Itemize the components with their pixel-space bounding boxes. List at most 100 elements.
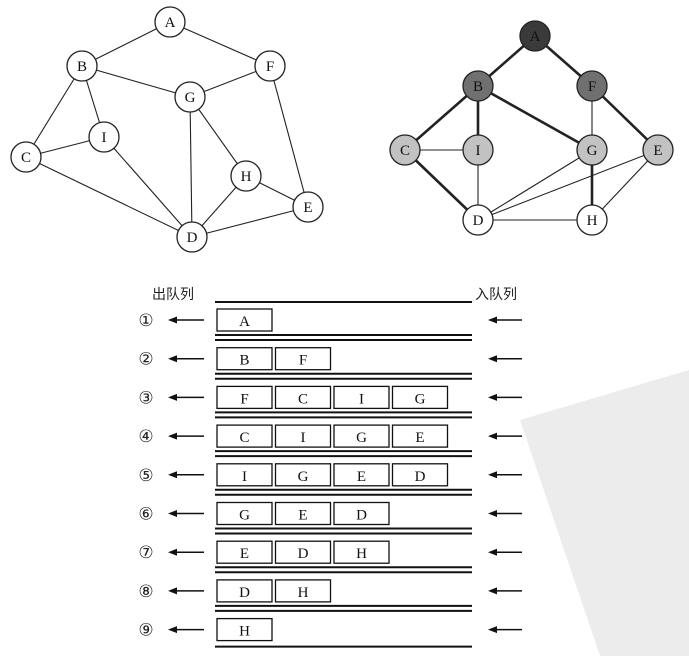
left-graph-edge-GD [189, 96, 193, 238]
left-graph-edge-AF [169, 21, 271, 67]
queue-cell [216, 540, 273, 564]
step-number: ⑨ [138, 621, 153, 641]
queue-cell [216, 463, 273, 487]
queue-cell [391, 463, 449, 487]
left-graph-node-E [292, 191, 324, 223]
queue-cell-label: E [240, 546, 249, 562]
right-graph-node-label: C [400, 143, 410, 159]
left-graph-node-I [88, 121, 120, 153]
right-graph-node-D [462, 204, 494, 236]
dequeue-arrow-head [168, 316, 177, 324]
right-graph-edge-ED [477, 149, 659, 221]
left-graph-edge-FE [269, 65, 309, 208]
right-graph-edge-CD [404, 149, 479, 221]
queue-cell-label: F [299, 353, 307, 369]
left-graph-node-F [254, 50, 286, 82]
queue-cell [333, 501, 390, 526]
left-graph-edge-DE [191, 206, 309, 238]
dequeue-arrow-head [168, 510, 177, 517]
queue-cell-label: G [298, 469, 309, 485]
queue-cell [274, 347, 332, 371]
queue-cell-label: E [415, 430, 424, 446]
queue-cell-label: I [359, 391, 364, 407]
left-graph-node-label: B [77, 59, 87, 75]
right-graph-edge-EH [591, 149, 659, 221]
queue-cell [216, 347, 273, 371]
step-number: ① [138, 311, 153, 331]
step-number: ⑤ [138, 466, 153, 486]
step-number: ④ [138, 427, 153, 447]
right-graph-node-I [462, 134, 494, 166]
enqueue-arrow-head [488, 355, 497, 363]
enqueue-arrow-head [488, 587, 497, 595]
enqueue-arrow-head [488, 393, 497, 401]
left-graph-node-A [154, 6, 186, 38]
left-graph-edge-ID [103, 136, 193, 238]
queue-cell-label: D [415, 469, 426, 485]
left-graph-node-label: A [165, 15, 176, 31]
enqueue-arrow-head [488, 316, 497, 324]
left-graph-node-H [230, 160, 262, 192]
enqueue-label: 入队列 [475, 287, 517, 303]
left-graph-node-label: H [241, 169, 252, 185]
right-graph-node-C [389, 134, 421, 166]
queue-cell-label: I [301, 430, 306, 446]
queue-cell [216, 579, 273, 603]
step-number: ⑥ [138, 505, 153, 525]
queue-cell-label: H [239, 624, 250, 640]
queue-cell-label: B [239, 353, 249, 369]
left-graph-edge-AB [81, 21, 171, 67]
enqueue-arrow-head [488, 510, 497, 517]
left-graph-edge-BG [81, 65, 191, 98]
left-graph-node-label: I [102, 130, 107, 146]
dequeue-arrow-head [168, 587, 177, 595]
enqueue-arrow-head [488, 626, 497, 634]
right-graph-node-label: A [530, 29, 541, 45]
queue-cell-label: H [356, 546, 367, 562]
queue-cell-label: C [239, 430, 249, 446]
left-graph-edge-BC [25, 65, 83, 158]
queue-cell [333, 540, 390, 564]
right-graph-node-G [576, 134, 608, 166]
queue-cell [216, 501, 273, 526]
queue-cell-label: D [239, 585, 250, 601]
queue-cell-label: D [356, 508, 367, 524]
left-graph-node-label: D [187, 230, 198, 246]
queue-cell [216, 617, 273, 642]
dequeue-arrow-head [168, 626, 177, 634]
queue-cell [216, 385, 273, 410]
left-graph-node-B [66, 50, 98, 82]
queue-cell-label: G [239, 508, 250, 524]
left-graph-node-label: F [266, 59, 274, 75]
left-graph-node-label: E [303, 200, 312, 216]
dequeue-label: 出队列 [152, 287, 194, 303]
dequeue-arrow-head [168, 355, 177, 363]
queue-cell [216, 308, 273, 332]
queue-cell-label: D [298, 546, 309, 562]
queue-cell [333, 463, 390, 487]
queue-cell [274, 463, 332, 487]
queue-cell-label: I [242, 469, 247, 485]
enqueue-arrow-head [488, 471, 497, 479]
right-graph-node-E [642, 134, 674, 166]
queue-cell-label: H [298, 585, 309, 601]
queue-cell-label: F [240, 391, 248, 407]
right-graph-node-label: F [588, 79, 596, 95]
right-graph-node-label: D [473, 213, 484, 229]
queue-cell [216, 424, 273, 448]
enqueue-arrow-head [488, 548, 497, 556]
step-number: ③ [138, 388, 153, 408]
dequeue-arrow-head [168, 471, 177, 479]
left-graph-node-label: G [185, 90, 196, 106]
right-graph-node-F [576, 70, 608, 102]
enqueue-arrow-head [488, 432, 497, 440]
queue-cell-label: C [298, 391, 308, 407]
right-graph-node-label: E [653, 143, 662, 159]
right-graph-edge-BG [477, 84, 593, 152]
queue-cell [274, 385, 332, 410]
step-number: ② [138, 350, 153, 370]
left-graph-edge-CD [25, 156, 193, 238]
